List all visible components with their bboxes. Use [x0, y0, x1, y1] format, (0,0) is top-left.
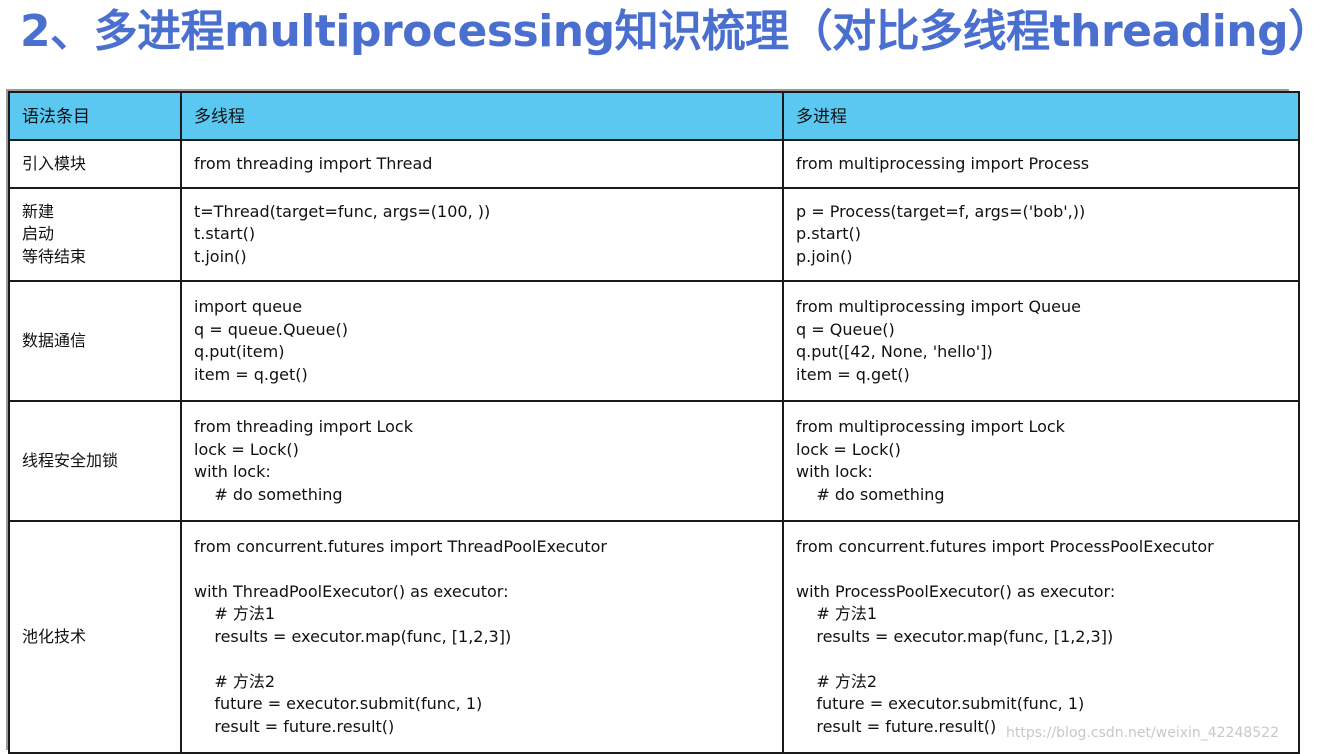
code-block: from threading import Lock lock = Lock()…	[194, 417, 413, 504]
comparison-table: 语法条目 多线程 多进程 引入模块 from threading import …	[8, 91, 1300, 754]
table-row-data-communication: 数据通信 import queue q = queue.Queue() q.pu…	[8, 280, 1300, 402]
watermark: https://blog.csdn.net/weixin_42248522	[1005, 725, 1279, 741]
header-syntax-item: 语法条目	[8, 91, 182, 141]
label-line-create: 新建	[22, 201, 55, 221]
multiprocessing-pool-code: from concurrent.futures import ProcessPo…	[782, 520, 1300, 754]
multiprocessing-queue-code: from multiprocessing import Queue q = Qu…	[782, 280, 1300, 402]
row-label-pooling: 池化技术	[8, 520, 182, 754]
row-label-data-communication: 数据通信	[8, 280, 182, 402]
row-label-lock: 线程安全加锁	[8, 400, 182, 522]
table-row-pooling: 池化技术 from concurrent.futures import Thre…	[8, 520, 1300, 754]
code-block: t=Thread(target=func, args=(100, )) t.st…	[194, 201, 491, 266]
label-line-join: 等待结束	[22, 246, 87, 266]
multiprocessing-lifecycle-code: p = Process(target=f, args=('bob',)) p.s…	[782, 187, 1300, 282]
label-line-start: 启动	[22, 224, 55, 244]
header-multithreading: 多线程	[180, 91, 784, 141]
table-row-lock: 线程安全加锁 from threading import Lock lock =…	[8, 400, 1300, 522]
threading-lock-code: from threading import Lock lock = Lock()…	[180, 400, 784, 522]
row-label-import-module: 引入模块	[8, 139, 182, 189]
code-block: import queue q = queue.Queue() q.put(ite…	[194, 297, 348, 384]
multiprocessing-lock-code: from multiprocessing import Lock lock = …	[782, 400, 1300, 522]
header-multiprocessing: 多进程	[782, 91, 1300, 141]
multiprocessing-import-code: from multiprocessing import Process	[782, 139, 1300, 189]
threading-lifecycle-code: t=Thread(target=func, args=(100, )) t.st…	[180, 187, 784, 282]
threading-import-code: from threading import Thread	[180, 139, 784, 189]
code-block: from concurrent.futures import ProcessPo…	[796, 536, 1214, 736]
code-block: from multiprocessing import Process	[796, 153, 1090, 173]
code-block: from threading import Thread	[194, 153, 433, 173]
table-row-import-module: 引入模块 from threading import Thread from m…	[8, 139, 1300, 189]
code-block: from multiprocessing import Lock lock = …	[796, 417, 1065, 504]
table-row-create-start-join: 新建 启动 等待结束 t=Thread(target=func, args=(1…	[8, 187, 1300, 282]
table-header-row: 语法条目 多线程 多进程	[8, 91, 1300, 141]
slide-title: 2、多进程multiprocessing知识梳理（对比多线程threading）	[20, 6, 1332, 57]
code-block: from multiprocessing import Queue q = Qu…	[796, 297, 1081, 384]
row-label-create-start-join: 新建 启动 等待结束	[8, 187, 182, 282]
comparison-table-container: 语法条目 多线程 多进程 引入模块 from threading import …	[6, 89, 1300, 754]
threading-pool-code: from concurrent.futures import ThreadPoo…	[180, 520, 784, 754]
code-block: from concurrent.futures import ThreadPoo…	[194, 536, 607, 736]
code-block: p = Process(target=f, args=('bob',)) p.s…	[796, 201, 1086, 266]
threading-queue-code: import queue q = queue.Queue() q.put(ite…	[180, 280, 784, 402]
